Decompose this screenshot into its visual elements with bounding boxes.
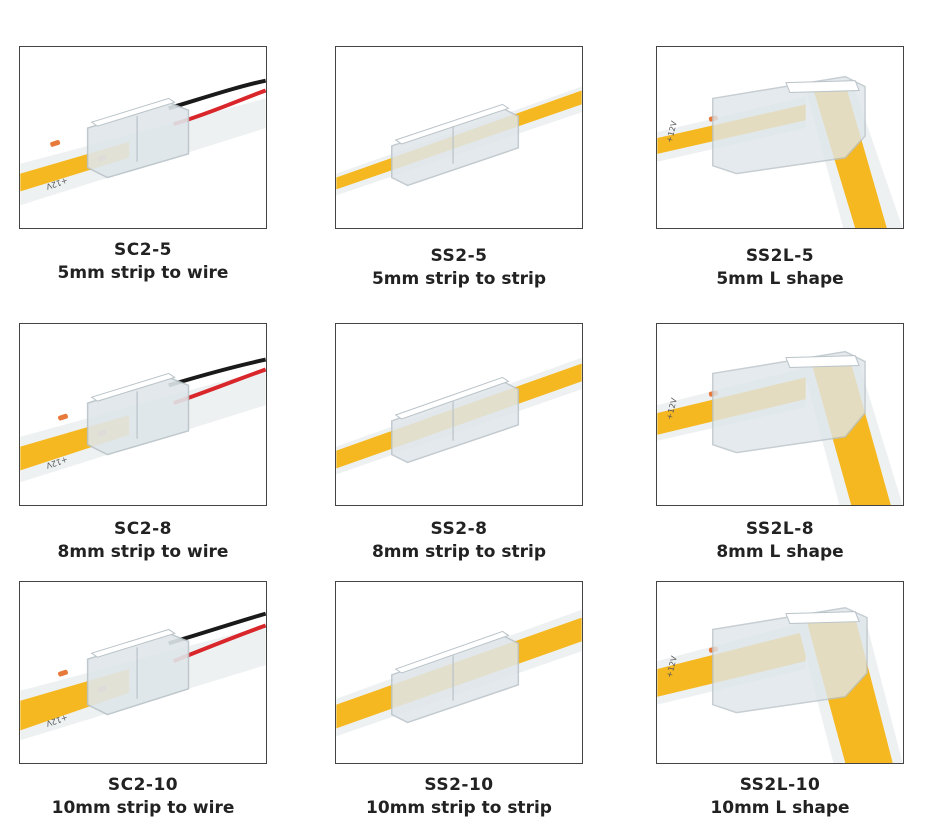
product-code: SS2-10 bbox=[424, 775, 494, 795]
product-code: SC2-8 bbox=[114, 519, 172, 539]
product-description: 5mm strip to wire bbox=[57, 263, 229, 283]
product-description: 10mm strip to strip bbox=[366, 798, 552, 818]
product-image-ss2-10 bbox=[335, 581, 583, 764]
l-shape-connector-illustration: +12V bbox=[657, 75, 903, 228]
product-code: SC2-10 bbox=[107, 775, 179, 795]
caption-sc2-5: SC2-5 5mm strip to wire bbox=[0, 239, 293, 285]
strip-connector-illustration bbox=[336, 86, 582, 196]
product-description: 8mm L shape bbox=[716, 542, 844, 562]
product-image-ss2-8 bbox=[335, 323, 583, 506]
product-image-sc2-5: +12V bbox=[19, 46, 267, 229]
wire-connector-illustration: +12V bbox=[20, 78, 266, 206]
strip-connector-illustration bbox=[336, 609, 582, 737]
product-description: 8mm strip to strip bbox=[371, 542, 547, 562]
product-image-ss2l-10: +12V bbox=[656, 581, 904, 764]
product-description: 8mm strip to wire bbox=[57, 542, 229, 562]
product-image-ss2-5 bbox=[335, 46, 583, 229]
l-shape-connector-illustration: +12V bbox=[657, 350, 903, 505]
product-image-sc2-8: +12V bbox=[19, 323, 267, 506]
caption-sc2-8: SC2-8 8mm strip to wire bbox=[0, 518, 293, 564]
product-image-ss2l-8: +12V bbox=[656, 323, 904, 506]
caption-ss2l-5: SS2L-5 5mm L shape bbox=[630, 245, 928, 291]
product-description: 10mm strip to wire bbox=[51, 798, 235, 818]
caption-ss2-10: SS2-10 10mm strip to strip bbox=[309, 774, 609, 820]
caption-ss2-8: SS2-8 8mm strip to strip bbox=[309, 518, 609, 564]
product-description: 10mm L shape bbox=[710, 798, 850, 818]
caption-ss2l-10: SS2L-10 10mm L shape bbox=[630, 774, 928, 820]
product-image-sc2-10: +12V bbox=[19, 581, 267, 764]
product-image-ss2l-5: +12V bbox=[656, 46, 904, 229]
strip-connector-illustration bbox=[336, 357, 582, 475]
product-description: 5mm strip to strip bbox=[371, 269, 547, 289]
product-code: SS2-8 bbox=[430, 519, 488, 539]
l-shape-connector-illustration: +12V bbox=[657, 606, 903, 763]
caption-ss2-5: SS2-5 5mm strip to strip bbox=[309, 245, 609, 291]
product-description: 5mm L shape bbox=[716, 269, 844, 289]
wire-connector-illustration: +12V bbox=[20, 611, 266, 741]
product-code: SS2L-8 bbox=[745, 519, 815, 539]
wire-connector-illustration: +12V bbox=[20, 357, 266, 483]
product-code: SS2L-10 bbox=[739, 775, 821, 795]
product-code: SS2L-5 bbox=[745, 246, 815, 266]
product-code: SS2-5 bbox=[430, 246, 488, 266]
product-code: SC2-5 bbox=[114, 240, 172, 260]
caption-sc2-10: SC2-10 10mm strip to wire bbox=[0, 774, 293, 820]
caption-ss2l-8: SS2L-8 8mm L shape bbox=[630, 518, 928, 564]
